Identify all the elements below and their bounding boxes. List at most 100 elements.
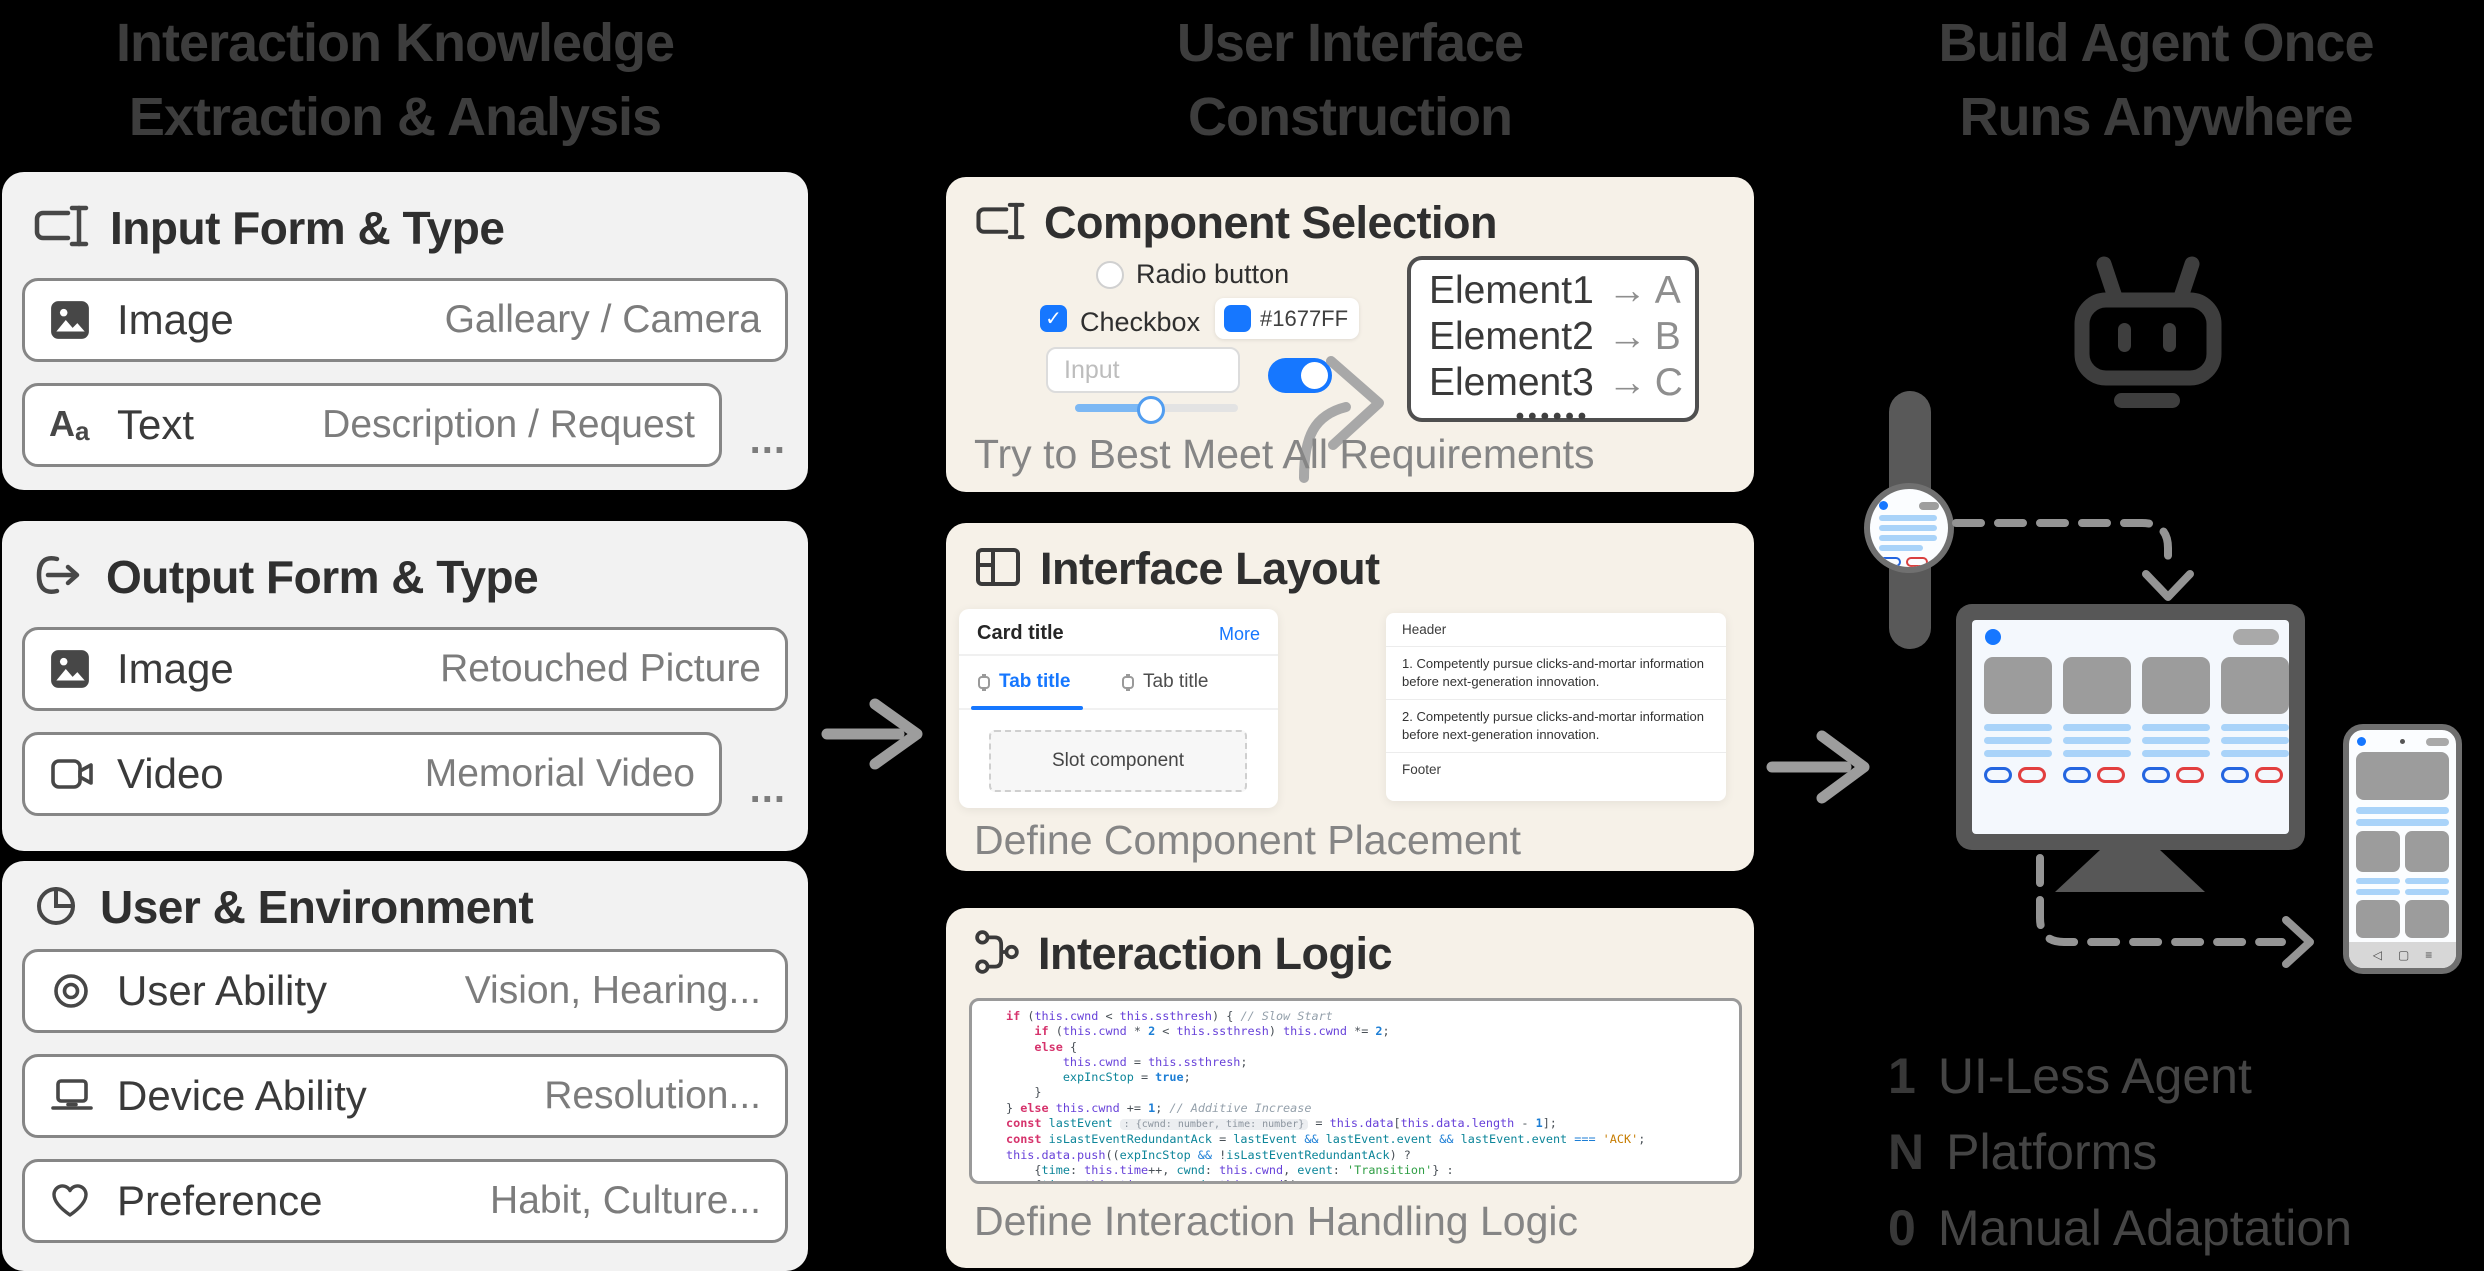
title-line: Extraction & Analysis <box>128 87 662 147</box>
watch-ui-button-red <box>1906 557 1928 567</box>
spec-row: Image Retouched Picture <box>22 627 788 711</box>
toggle-switch[interactable] <box>1268 358 1332 393</box>
divider <box>959 654 1278 656</box>
screen-ui-column <box>1984 657 2052 783</box>
spec-label: Image <box>117 645 234 692</box>
monitor-stand <box>2055 850 2205 892</box>
phone-nav-icon[interactable]: ◁ <box>2372 948 2382 962</box>
screen-ui-columns <box>1984 657 2289 783</box>
phone-nav-icon[interactable]: ▢ <box>2397 948 2410 962</box>
caption: Define Interaction Handling Logic <box>974 1198 1578 1244</box>
radio-label: Radio button <box>1136 259 1290 289</box>
card-title: Output Form & Type <box>106 551 539 603</box>
mock-list: 1. Competently pursue clicks-and-mortar … <box>1386 647 1726 753</box>
code-line: {time: this.time++, cwnd: this.cwnd, eve… <box>1006 1162 1454 1177</box>
card-component-selection: Component Selection Radio button ✓ Check… <box>946 177 1754 492</box>
card-title: Interface Layout <box>1040 543 1380 594</box>
desktop-monitor <box>1956 604 2305 850</box>
ellipsis: ... <box>749 418 786 462</box>
mock-list-item: 2. Competently pursue clicks-and-mortar … <box>1386 700 1726 753</box>
code-line: this.cwnd = this.ssthresh; <box>1062 1054 1248 1069</box>
laptop-icon <box>49 1076 105 1116</box>
tab-icon <box>1121 673 1135 691</box>
element-mapping-row: Element1→A <box>1411 268 1695 314</box>
card-interface-layout: Interface Layout Card title More Tab tit… <box>946 523 1754 871</box>
watch-ui-line <box>1879 515 1937 521</box>
watch-ui-topbar <box>1879 501 1939 510</box>
input-field-icon <box>974 199 1026 248</box>
smartphone: ◁ ▢ ≡ <box>2343 724 2462 974</box>
arrow-left-to-mid-icon <box>821 698 923 770</box>
checkbox[interactable]: ✓ <box>1040 305 1067 332</box>
eye-icon <box>49 969 105 1013</box>
phone-ui-line <box>2356 889 2400 895</box>
code-line: {time: this.time++, cwnd: this.cwnd}); <box>1006 1178 1739 1181</box>
stat-label: Platforms <box>1946 1124 2158 1180</box>
color-hex-value: #1677FF <box>1260 305 1349 331</box>
more-link[interactable]: More <box>1218 624 1260 644</box>
card-output-form-type: Output Form & Type Image Retouched Pictur… <box>2 521 808 851</box>
slider[interactable] <box>1075 396 1238 424</box>
stat-label: Manual Adaptation <box>1937 1200 2353 1256</box>
color-swatch[interactable]: #1677FF <box>1215 298 1359 339</box>
slider-fill <box>1075 404 1147 412</box>
text-input[interactable]: Input <box>1046 347 1240 393</box>
mock-list-item: 1. Competently pursue clicks-and-mortar … <box>1386 647 1726 700</box>
code-line: if (this.cwnd < this.ssthresh) { // Slow… <box>1006 1009 1333 1023</box>
smartwatch-screen <box>1864 483 1954 573</box>
watch-ui-line <box>1879 545 1923 551</box>
watch-ui-buttons <box>1879 557 1939 567</box>
checkbox-label: Checkbox <box>1080 307 1201 337</box>
tab-inactive[interactable]: Tab title <box>1121 671 1208 693</box>
mock-header: Header <box>1386 613 1726 647</box>
card-header: Interaction Logic <box>974 928 1393 980</box>
element-mapping-row: Element2→B <box>1411 314 1695 360</box>
phone-ui-card <box>2356 900 2400 938</box>
screen-ui-column <box>2142 657 2210 783</box>
element-name: Element2 <box>1429 315 1594 358</box>
slot-component: Slot component <box>989 730 1247 792</box>
layout-icon <box>974 546 1022 593</box>
input-field-icon <box>32 203 90 254</box>
tab-label: Tab title <box>1143 671 1209 692</box>
phone-ui-card <box>2356 831 2400 872</box>
spec-value: Vision, Hearing... <box>464 969 761 1012</box>
spec-value: Retouched Picture <box>440 647 761 690</box>
card-title: User & Environment <box>100 881 534 933</box>
element-target: C <box>1654 361 1683 404</box>
phone-ui-line <box>2405 889 2449 895</box>
phone-camera-dot <box>2400 739 2405 744</box>
phone-ui-line <box>2356 819 2449 826</box>
tab-label: Tab title <box>999 671 1071 692</box>
spec-value: Description / Request <box>322 403 695 446</box>
element-target: B <box>1654 315 1681 358</box>
color-chip <box>1224 305 1251 332</box>
watch-ui-dot <box>1879 501 1888 510</box>
phone-nav-icon[interactable]: ≡ <box>2425 948 2433 962</box>
slider-handle[interactable] <box>1137 396 1165 424</box>
mock-card-title: Card title <box>977 622 1064 644</box>
code-line: expIncStop = true; <box>1062 1070 1191 1085</box>
code-editor[interactable]: if (this.cwnd < this.ssthresh) { // Slow… <box>969 998 1742 1184</box>
card-header: User & Environment <box>32 879 808 935</box>
card-header: Interface Layout <box>974 543 1380 595</box>
title-line: Runs Anywhere <box>1959 87 2353 147</box>
phone-ui-card <box>2405 831 2449 872</box>
mock-footer: Footer <box>1402 762 1442 777</box>
phone-nav-bar: ◁ ▢ ≡ <box>2349 942 2456 968</box>
radio-button[interactable] <box>1096 261 1124 289</box>
phone-ui-line <box>2356 807 2449 814</box>
watch-ui-button-blue <box>1879 557 1901 567</box>
tab-active[interactable]: Tab title <box>977 671 1070 693</box>
spec-box: Image Retouched Picture <box>22 627 788 711</box>
